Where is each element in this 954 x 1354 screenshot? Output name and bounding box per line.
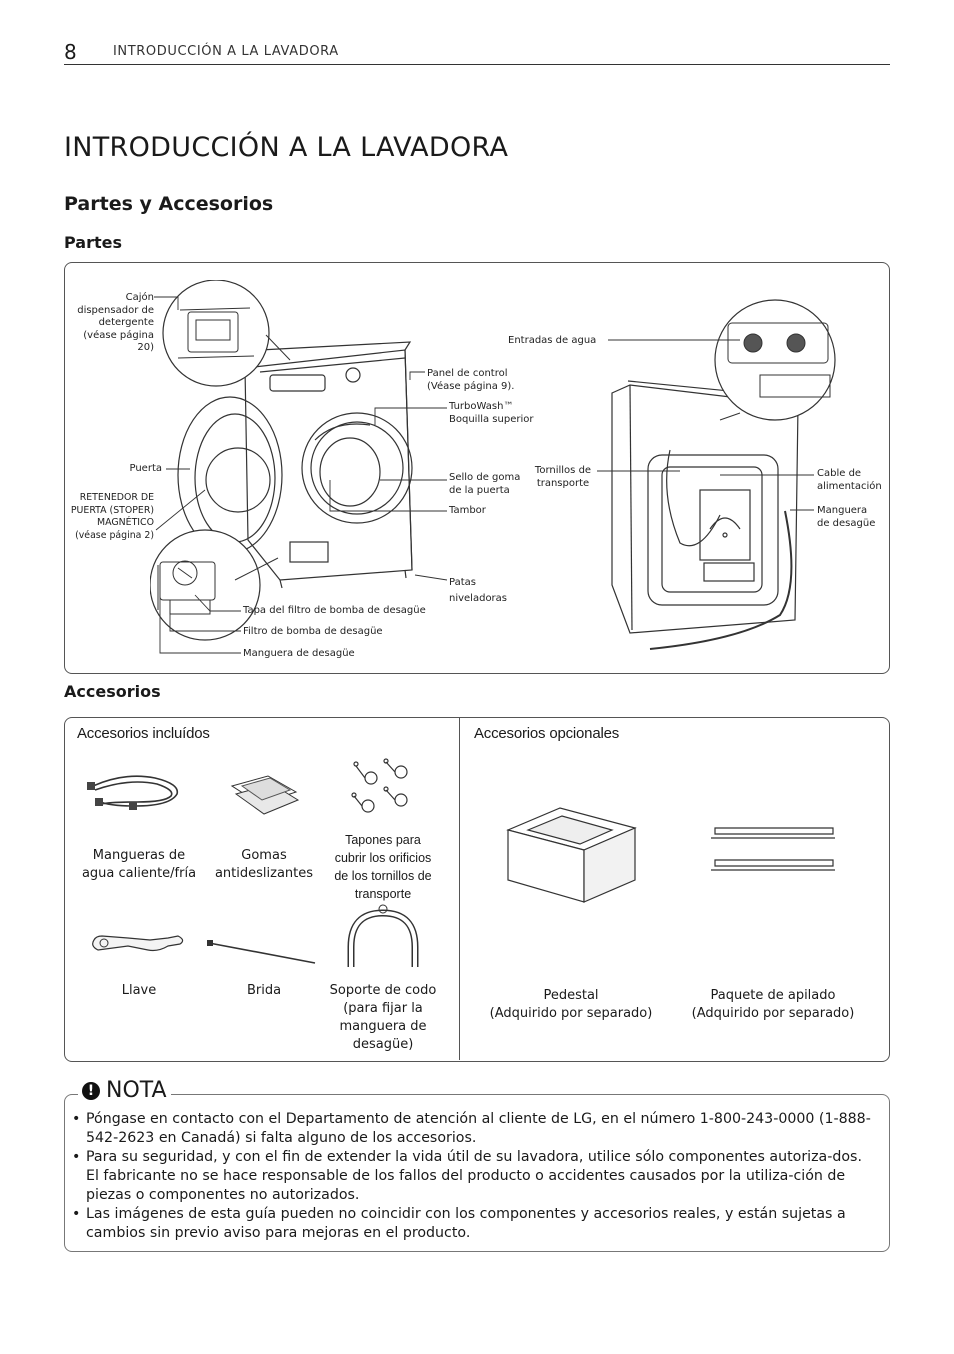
caption-elbow-bracket: Soporte de codo (para fijar la manguera … — [329, 983, 437, 1052]
caption-stacking-kit: Paquete de apilado (Adquirido por separa… — [691, 988, 855, 1021]
note-item: Para su seguridad, y con el fin de exten… — [72, 1148, 878, 1205]
back-washer-illustration — [611, 299, 836, 650]
accessories-heading: Accesorios — [64, 682, 161, 701]
caption-cable-tie: Brida — [246, 983, 282, 998]
caption-hole-caps: Tapones para cubrir los orificios de los… — [334, 833, 432, 901]
running-header: INTRODUCCIÓN A LA LAVADORA — [113, 44, 339, 59]
label-shipping-bolts: Tornillos de transporte — [534, 465, 592, 489]
leader-lines — [154, 296, 814, 654]
accessories-divider — [459, 718, 460, 1060]
note-box — [64, 1094, 890, 1252]
label-drain-pump-filter-cap: Tapa del filtro de bomba de desagüe — [243, 605, 426, 616]
elbow-bracket-icon — [347, 904, 419, 967]
note-title-text: NOTA — [106, 1078, 167, 1103]
label-drum: Tambor — [449, 505, 486, 516]
header-rule — [64, 64, 890, 65]
cable-tie-icon — [207, 940, 316, 964]
wrench-icon — [92, 935, 184, 952]
caption-pedestal: Pedestal (Adquirido por separado) — [489, 988, 653, 1021]
label-magnetic-door-stopper: RETENEDOR DE PUERTA (STOPER) MAGNÉTICO (… — [70, 492, 154, 541]
note-list: Póngase en contacto con el Departamento … — [72, 1110, 878, 1243]
parts-heading: Partes — [64, 233, 123, 252]
caption-anti-slip-pads: Gomas antideslizantes — [214, 848, 314, 881]
included-accessories-heading: Accesorios incluídos — [77, 725, 210, 742]
label-door-seal: Sello de goma de la puerta — [449, 472, 521, 496]
page-number: 8 — [64, 40, 77, 64]
label-leveling-feet: Patas niveladoras — [449, 577, 508, 604]
front-washer-illustration — [150, 280, 413, 641]
caption-inlet-hoses: Mangueras de agua caliente/fría — [81, 848, 197, 881]
caption-wrench: Llave — [121, 983, 157, 998]
label-water-inlets: Entradas de agua — [508, 335, 597, 346]
label-turbowash-nozzle: TurboWash™ Boquilla superior — [449, 401, 534, 425]
pedestal-icon — [506, 807, 637, 903]
label-door: Puerta — [129, 463, 162, 474]
stacking-kit-icon — [711, 827, 835, 871]
note-item: Póngase en contacto con el Departamento … — [72, 1110, 878, 1148]
note-item: Las imágenes de esta guía pueden no coin… — [72, 1205, 878, 1243]
label-drain-pump-filter: Filtro de bomba de desagüe — [243, 626, 383, 637]
exclamation-icon: ! — [82, 1081, 100, 1100]
section-subtitle: Partes y Accesorios — [64, 193, 274, 215]
note-title: ! NOTA — [78, 1078, 171, 1103]
label-drain-hose-back: Manguera de desagüe — [817, 505, 876, 529]
anti-slip-pads-icon — [230, 775, 300, 815]
inlet-hoses-icon — [87, 775, 179, 810]
optional-accessories-heading: Accesorios opcionales — [474, 725, 620, 742]
label-drain-hose-front: Manguera de desagüe — [243, 648, 355, 659]
label-control-panel: Panel de control (Véase página 9). — [427, 368, 515, 392]
label-power-cord: Cable de alimentación — [817, 468, 882, 492]
accessories-panel — [64, 717, 890, 1062]
label-detergent-drawer: Cajón dispensador de detergente (véase p… — [77, 292, 154, 353]
hole-caps-icon — [351, 758, 408, 813]
page-title: INTRODUCCIÓN A LA LAVADORA — [64, 132, 509, 163]
